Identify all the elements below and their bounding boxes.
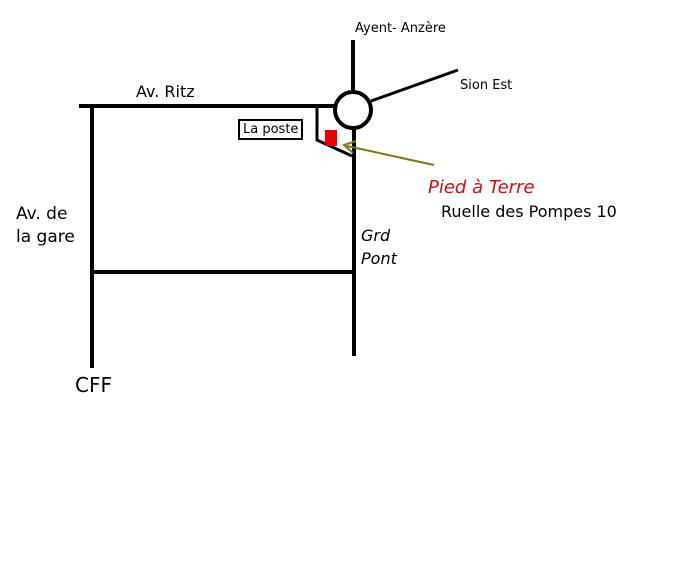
label-ayent-anzere: Ayent- Anzère bbox=[355, 21, 446, 36]
label-av-ritz: Av. Ritz bbox=[136, 82, 195, 101]
label-ruelle-des-pompes: Ruelle des Pompes 10 bbox=[441, 202, 617, 221]
pointer-arrow-head bbox=[342, 140, 357, 154]
label-grd-pont: Grd Pont bbox=[361, 226, 397, 269]
road-ruelle-des-pompes bbox=[315, 106, 353, 158]
label-la-poste: La poste bbox=[238, 119, 304, 140]
label-pied-a-terre: Pied à Terre bbox=[428, 177, 535, 198]
label-cff: CFF bbox=[75, 373, 112, 397]
pointer-arrow-line bbox=[346, 145, 435, 166]
roundabout bbox=[333, 90, 373, 130]
destination-marker bbox=[325, 130, 337, 146]
label-av-de-la-gare: Av. de la gare bbox=[16, 204, 75, 247]
label-sion-est: Sion Est bbox=[460, 78, 513, 93]
road-sion-est bbox=[370, 68, 459, 103]
